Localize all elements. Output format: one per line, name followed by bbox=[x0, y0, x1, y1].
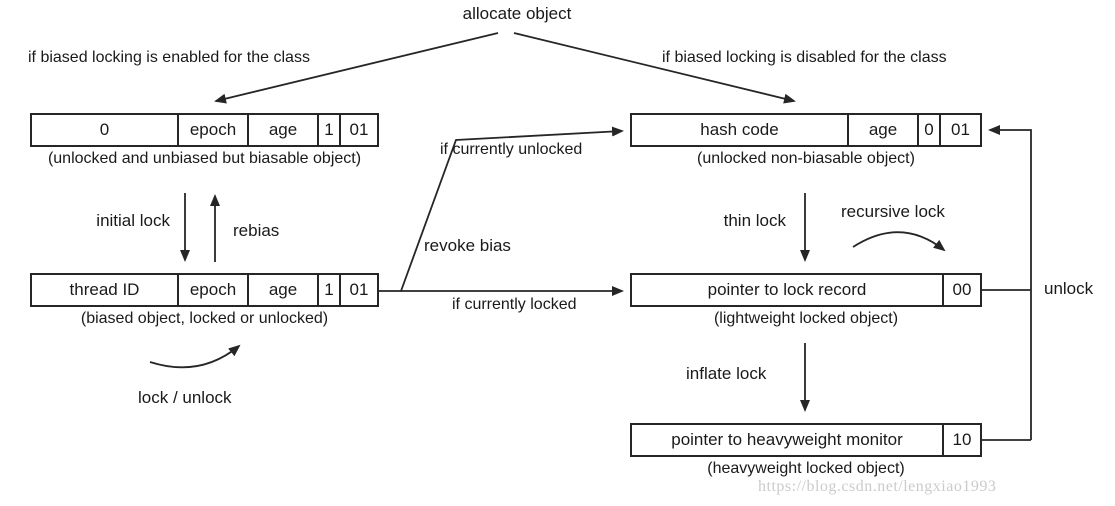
biased-cell-bias-bit: 1 bbox=[317, 275, 339, 305]
unlock-arrow bbox=[988, 125, 1032, 440]
lock-unlock-arrow bbox=[149, 344, 241, 369]
unlock-label: unlock bbox=[1044, 279, 1094, 298]
heavyweight-mark-word-box: pointer to heavyweight monitor 10 bbox=[630, 423, 982, 457]
nonbiasable-cell-lock-bits: 01 bbox=[939, 115, 980, 145]
biasable-cell-age: age bbox=[247, 115, 317, 145]
biased-mark-word-box: thread ID epoch age 1 01 bbox=[30, 273, 379, 307]
biasable-cell-epoch: epoch bbox=[177, 115, 247, 145]
non-biasable-caption: (unlocked non-biasable object) bbox=[697, 150, 915, 167]
rebias-label: rebias bbox=[233, 221, 280, 240]
biasable-cell-bias-bit: 1 bbox=[317, 115, 339, 145]
if-currently-locked-label: if currently locked bbox=[452, 296, 577, 313]
lightweight-cell-lock-bits: 00 bbox=[942, 275, 980, 305]
if-currently-unlocked-label: if currently unlocked bbox=[440, 141, 583, 158]
lightweight-cell-pointer: pointer to lock record bbox=[707, 280, 867, 299]
nonbiasable-cell-hash: hash code bbox=[700, 120, 779, 139]
non-biasable-mark-word-box: hash code age 0 01 bbox=[630, 113, 982, 147]
biased-disabled-condition: if biased locking is disabled for the cl… bbox=[662, 49, 947, 66]
lightweight-mark-word-box: pointer to lock record 00 bbox=[630, 273, 982, 307]
lightweight-caption: (lightweight locked object) bbox=[713, 310, 899, 327]
inflate-lock-label: inflate lock bbox=[686, 364, 767, 383]
biased-enabled-condition: if biased locking is enabled for the cla… bbox=[28, 49, 310, 66]
nonbiasable-cell-bias-bit: 0 bbox=[917, 115, 939, 145]
thin-lock-label: thin lock bbox=[723, 211, 786, 230]
nonbiasable-cell-age: age bbox=[847, 115, 917, 145]
lock-unlock-label: lock / unlock bbox=[138, 388, 232, 407]
biasable-cell-lock-bits: 01 bbox=[339, 115, 377, 145]
allocate-object-label: allocate object bbox=[462, 4, 572, 23]
biased-caption: (biased object, locked or unlocked) bbox=[80, 310, 329, 327]
biasable-cell-value: 0 bbox=[99, 120, 110, 139]
biased-cell-lock-bits: 01 bbox=[339, 275, 377, 305]
initial-lock-label: initial lock bbox=[96, 211, 170, 230]
biased-cell-age: age bbox=[247, 275, 317, 305]
biased-cell-thread-id: thread ID bbox=[69, 280, 140, 299]
recursive-lock-label: recursive lock bbox=[841, 202, 945, 221]
heavyweight-caption: (heavyweight locked object) bbox=[707, 460, 905, 477]
watermark-text: https://blog.csdn.net/lengxiao1993 bbox=[758, 478, 997, 495]
recursive-lock-arrow bbox=[852, 231, 946, 252]
revoke-bias-label: revoke bias bbox=[424, 236, 511, 255]
biased-cell-epoch: epoch bbox=[177, 275, 247, 305]
biasable-caption: (unlocked and unbiased but biasable obje… bbox=[47, 150, 362, 167]
heavyweight-cell-pointer: pointer to heavyweight monitor bbox=[671, 430, 903, 449]
biasable-mark-word-box: 0 epoch age 1 01 bbox=[30, 113, 379, 147]
heavyweight-cell-lock-bits: 10 bbox=[942, 425, 980, 455]
